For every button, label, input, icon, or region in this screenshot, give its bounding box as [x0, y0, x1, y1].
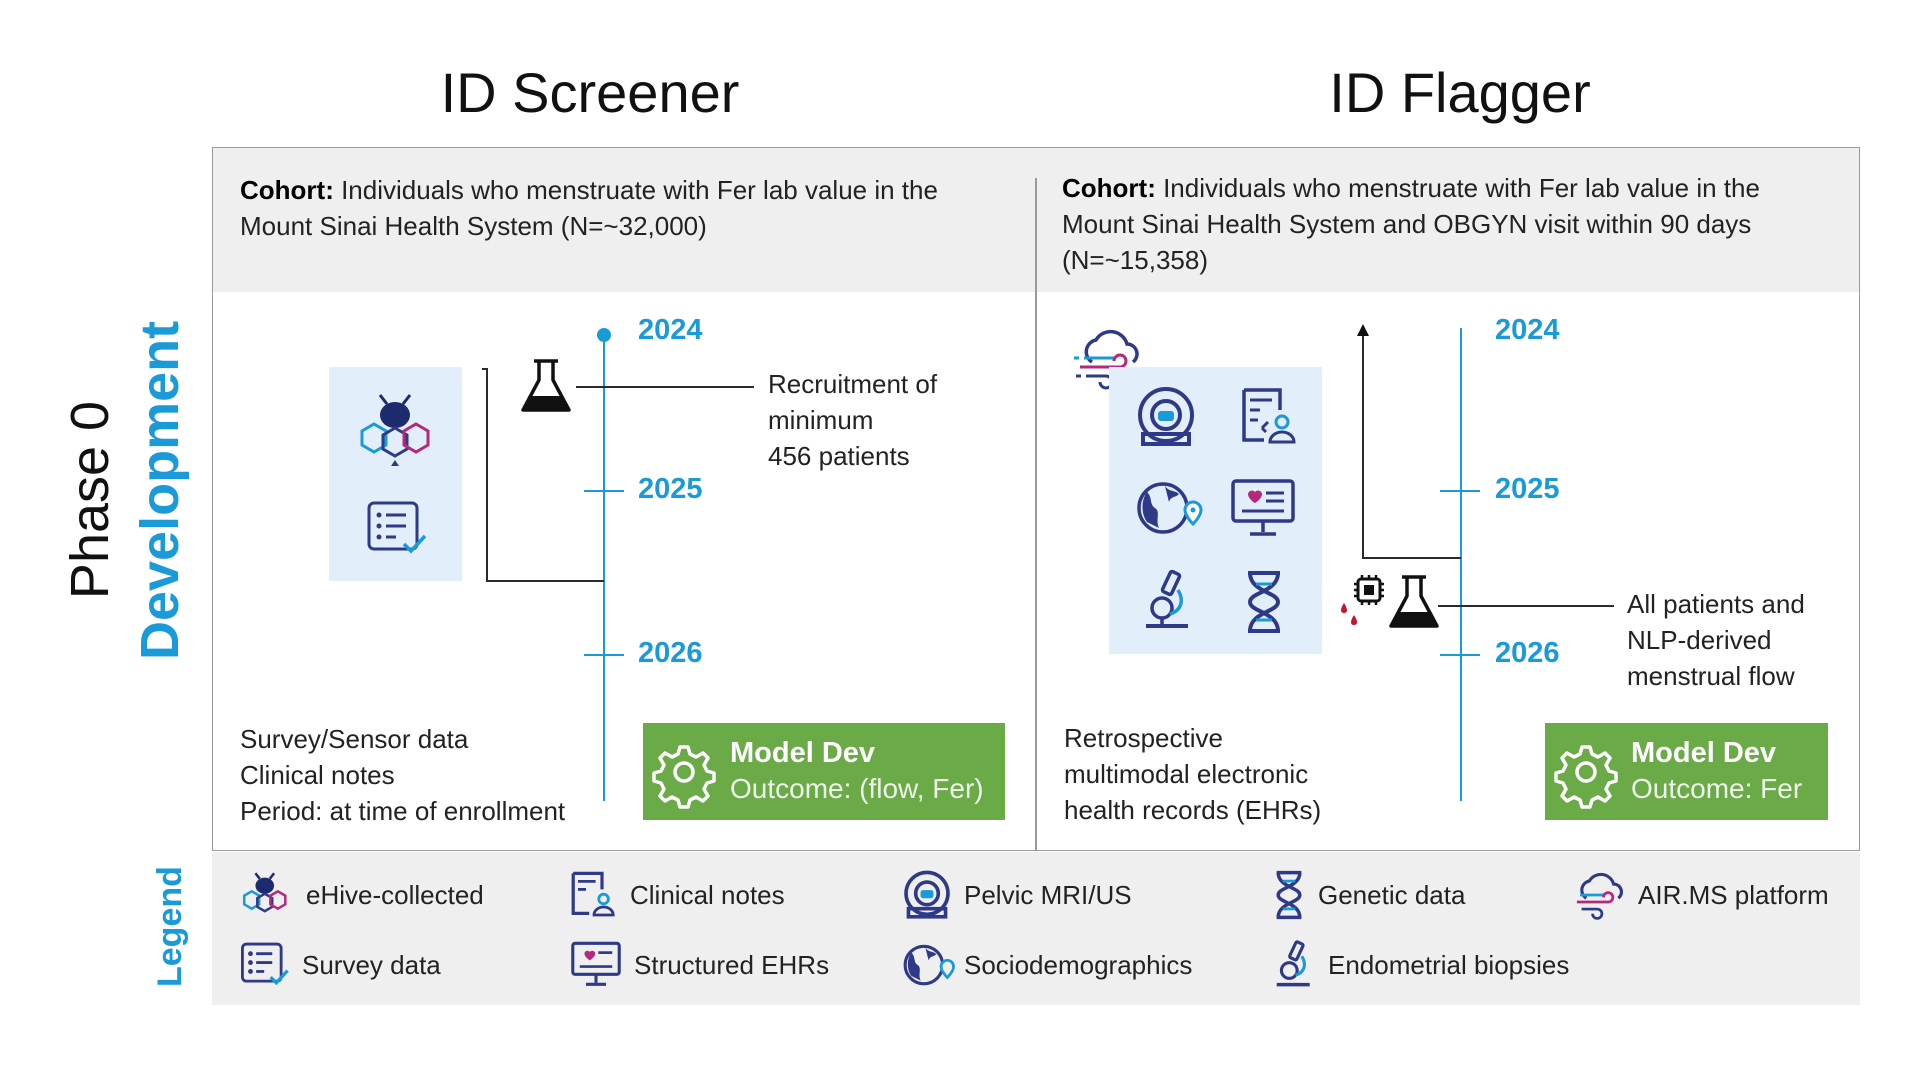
gear-icon [1554, 745, 1618, 809]
timeline-tick [1440, 490, 1480, 492]
legend-label: Sociodemographics [964, 949, 1193, 980]
legend-item: Sociodemographics [902, 940, 1192, 990]
cloud-wind-icon [1576, 872, 1623, 920]
cohort-text: Mount Sinai Health System (N=~32,000) [240, 211, 707, 241]
year-label: 2024 [638, 314, 703, 346]
panel-divider [1035, 178, 1037, 850]
model-outcome: Outcome: (flow, Fer) [730, 773, 984, 804]
legend-label: Genetic data [1318, 879, 1466, 910]
legend-label: Pelvic MRI/US [964, 879, 1132, 910]
screener-cohort: Cohort: Individuals who menstruate with … [240, 172, 1020, 244]
connector-line [1362, 335, 1364, 558]
survey-icon [367, 501, 427, 554]
model-outcome: Outcome: Fer [1631, 773, 1803, 804]
connector-line [1362, 557, 1461, 559]
legend-panel [212, 852, 1860, 1005]
connector-line [486, 368, 488, 581]
clinical-notes-icon [1242, 388, 1296, 444]
screener-data-text: Survey/Sensor data Clinical notes Period… [240, 724, 566, 826]
cohort-text: (N=~15,358) [1062, 245, 1208, 275]
flagger-model-box: Model Dev Outcome: Fer [1545, 723, 1828, 820]
legend-label: Survey data [302, 949, 441, 980]
legend-label: AIR.MS platform [1638, 879, 1829, 910]
cohort-text: Individuals who menstruate with Fer lab … [333, 175, 938, 205]
year-label: 2025 [1495, 473, 1560, 505]
legend-item: AIR.MS platform [1570, 870, 1829, 920]
chip-blood-icon [1341, 575, 1384, 625]
recruitment-text: Recruitment of minimum 456 patients [768, 369, 938, 471]
year-label: 2026 [1495, 637, 1560, 669]
connector-line [482, 368, 488, 370]
development-label: Development [130, 320, 190, 660]
year-label: 2026 [638, 637, 703, 669]
legend-item: Clinical notes [570, 870, 785, 920]
flagger-data-text: Retrospective multimodal electronic heal… [1064, 723, 1322, 825]
timeline-tick [584, 654, 624, 656]
clinical-notes-icon [571, 871, 615, 917]
cohort-label: Cohort: [1062, 173, 1156, 203]
flagger-cohort: Cohort: Individuals who menstruate with … [1062, 170, 1852, 278]
arrow-up-icon [1357, 324, 1369, 336]
legend-item: Genetic data [1272, 870, 1465, 920]
cohort-label: Cohort: [240, 175, 334, 205]
flagger-timeline [1460, 328, 1462, 801]
legend-side-label: Legend [151, 866, 189, 987]
patients-text: All patients and NLP-derived menstrual f… [1627, 589, 1805, 691]
timeline-tick [584, 490, 624, 492]
connector-line [486, 580, 604, 582]
flask-icon [521, 359, 571, 412]
year-label: 2025 [638, 473, 703, 505]
legend-item: Endometrial biopsies [1272, 940, 1569, 990]
flagger-title: ID Flagger [1329, 61, 1591, 124]
model-title: Model Dev [730, 737, 876, 769]
microscope-icon [1146, 569, 1188, 628]
legend-label: Endometrial biopsies [1328, 949, 1570, 980]
legend-item: Structured EHRs [570, 940, 829, 990]
monitor-heart-icon [571, 941, 621, 986]
timeline-tick [1440, 654, 1480, 656]
mri-scanner-icon [904, 870, 950, 919]
cohort-text: Individuals who menstruate with Fer lab … [1155, 173, 1760, 203]
legend-label: Clinical notes [630, 879, 785, 910]
year-label: 2024 [1495, 314, 1560, 346]
ehive-icon [360, 394, 430, 466]
connector-line [1438, 605, 1614, 607]
microscope-icon [1276, 940, 1310, 987]
legend-label: eHive-collected [306, 879, 484, 910]
gear-icon [652, 745, 716, 809]
dna-icon [1276, 870, 1302, 920]
model-title: Model Dev [1631, 737, 1777, 769]
screener-model-box: Model Dev Outcome: (flow, Fer) [643, 723, 1005, 820]
screener-timeline [603, 334, 605, 801]
phase-label: Phase 0 [60, 400, 120, 600]
survey-icon [241, 942, 289, 986]
screener-title: ID Screener [440, 61, 740, 124]
legend-item: Survey data [240, 940, 441, 990]
legend-item: Pelvic MRI/US [902, 870, 1132, 920]
globe-pin-icon [903, 944, 955, 986]
ehive-icon [242, 872, 287, 913]
globe-pin-icon [1137, 482, 1203, 534]
legend-label: Structured EHRs [634, 949, 830, 980]
mri-scanner-icon [1138, 387, 1194, 446]
dna-icon [1247, 571, 1281, 633]
connector-line [576, 386, 754, 388]
legend-item: eHive-collected [238, 870, 484, 920]
flask-icon [1389, 575, 1439, 628]
cohort-text: Mount Sinai Health System and OBGYN visi… [1062, 209, 1752, 239]
monitor-heart-icon [1231, 479, 1295, 536]
timeline-start-dot [597, 328, 611, 342]
